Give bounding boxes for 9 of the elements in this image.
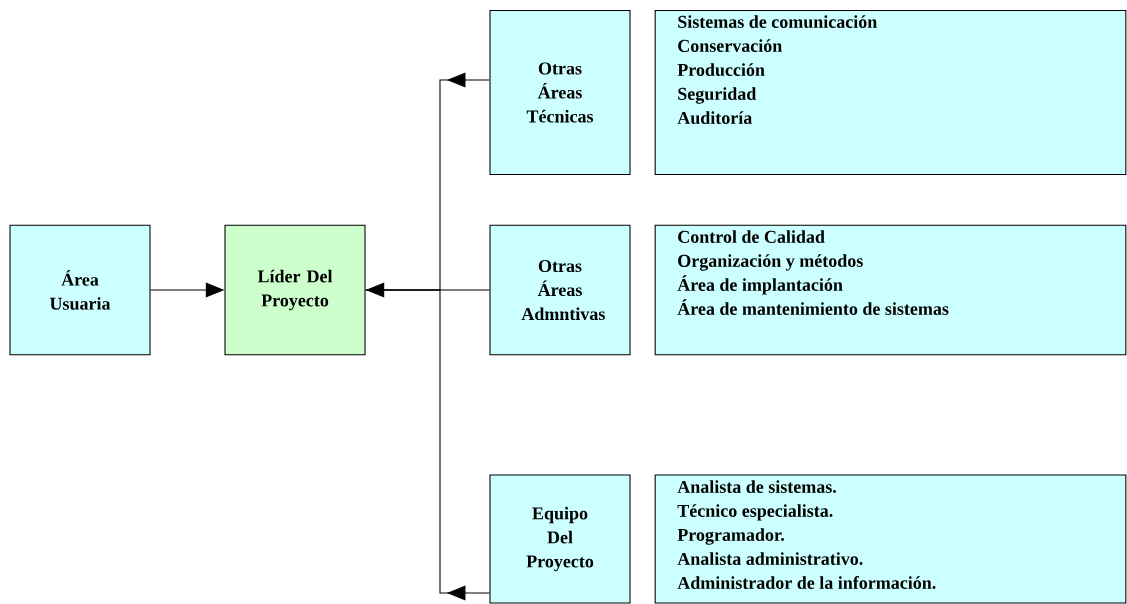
list-box: Analista de sistemas. Técnico especialista. Programador. Analista administrativo. Administrador de la información. (654, 474, 1127, 604)
box: Otras Áreas Técnicas (489, 9, 631, 176)
arrow (365, 289, 490, 601)
list-box: Sistemas de comunicación Conservación Producción Seguridad Auditoría (654, 9, 1127, 176)
box: Área Usuaria (9, 224, 151, 356)
box: Otras Áreas Admntivas (489, 224, 631, 356)
box: Líder Del Proyecto (224, 224, 366, 356)
list-box: Control de Calidad Organización y métodos Área de implantación Área de mantenimiento de sistemas (654, 224, 1127, 356)
box: Equipo Del Proyecto (489, 474, 631, 604)
